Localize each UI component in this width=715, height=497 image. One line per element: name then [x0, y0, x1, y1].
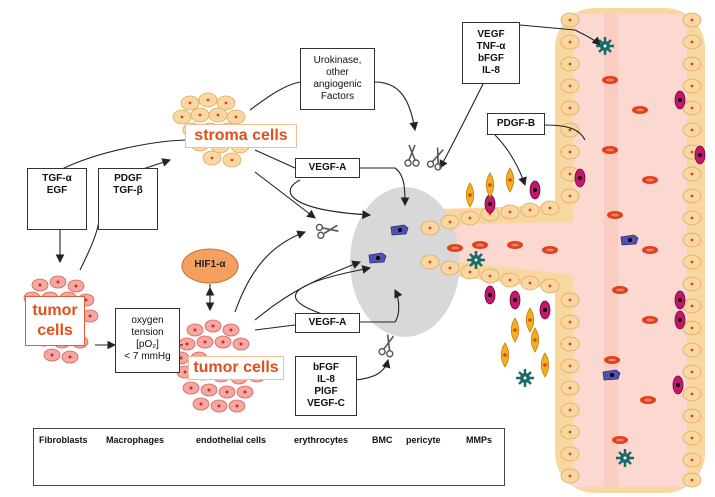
legend: Fibroblasts Macrophages endothelial cell… — [33, 428, 505, 486]
legend-macrophages: Macrophages — [106, 435, 165, 445]
tumor-cells-main-label: tumor cells — [188, 356, 284, 380]
legend-endothelial: endothelial cells — [196, 435, 267, 445]
legend-erythrocytes: erythrocytes — [294, 435, 349, 445]
stroma-cells-label: stroma cells — [185, 124, 297, 148]
bfgf-box: bFGF IL-8 PlGF VEGF-C — [295, 356, 357, 416]
urokinase-box: Urokinase, other angiogenic Factors — [300, 48, 375, 110]
legend-fibroblasts: Fibroblasts — [39, 435, 88, 445]
vegfa-bottom-box: VEGF-A — [295, 313, 360, 333]
vegf-top-box: VEGF TNF-α bFGF IL-8 — [462, 22, 520, 84]
tumor-cells-left-label: tumor cells — [25, 296, 85, 346]
legend-bmc: BMC — [372, 435, 393, 445]
legend-pericyte: pericyte — [406, 435, 441, 445]
oxygen-tension-box: oxygen tension [pO₂] < 7 mmHg — [115, 308, 180, 373]
tgf-egf-box: TGF-α EGF — [27, 168, 87, 230]
pdgf-tgfb-box: PDGF TGF-β — [98, 168, 158, 230]
hif-ellipse — [181, 248, 239, 284]
legend-mmps: MMPs — [466, 435, 493, 445]
vegfa-top-box: VEGF-A — [295, 158, 360, 178]
hif-label: HIF1-α — [194, 259, 226, 270]
pdgfb-box: PDGF-B — [487, 113, 545, 135]
hypoxic-zone — [350, 187, 460, 337]
